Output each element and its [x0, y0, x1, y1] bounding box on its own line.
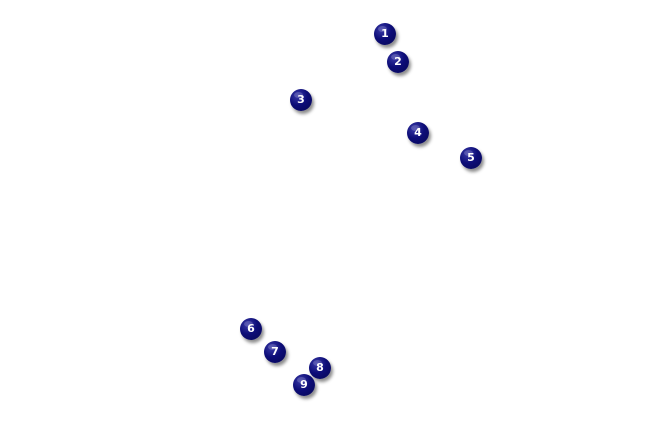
map-marker-9[interactable]: 9: [293, 374, 315, 396]
map-marker-label: 4: [414, 126, 422, 139]
map-marker-label: 6: [247, 322, 255, 335]
map-marker-2[interactable]: 2: [387, 51, 409, 73]
map-marker-label: 1: [381, 27, 389, 40]
map-marker-label: 9: [300, 378, 308, 391]
map-marker-8[interactable]: 8: [309, 357, 331, 379]
map-marker-4[interactable]: 4: [407, 122, 429, 144]
map-marker-3[interactable]: 3: [290, 89, 312, 111]
map-marker-label: 8: [316, 361, 324, 374]
map-marker-label: 2: [394, 55, 402, 68]
map-marker-7[interactable]: 7: [264, 341, 286, 363]
map-marker-label: 5: [467, 151, 475, 164]
map-marker-label: 3: [297, 93, 305, 106]
map-marker-6[interactable]: 6: [240, 318, 262, 340]
map-marker-1[interactable]: 1: [374, 23, 396, 45]
map-marker-label: 7: [271, 345, 279, 358]
map-marker-5[interactable]: 5: [460, 147, 482, 169]
